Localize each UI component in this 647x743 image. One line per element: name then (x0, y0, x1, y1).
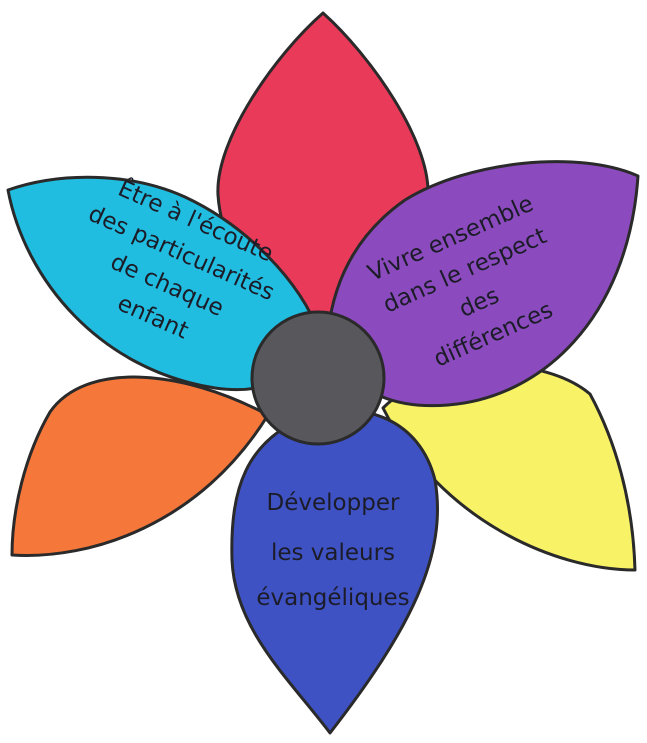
petal-blue-text: Développer les valeurs évangéliques (256, 490, 409, 611)
petal-orange (10, 375, 270, 557)
flower-center (250, 310, 386, 446)
petal-blue-line-1: Développer (267, 490, 400, 516)
petal-blue-line-3: évangéliques (256, 585, 409, 611)
petal-blue-line-2: les valeurs (271, 540, 395, 566)
petal-blue (230, 408, 439, 735)
